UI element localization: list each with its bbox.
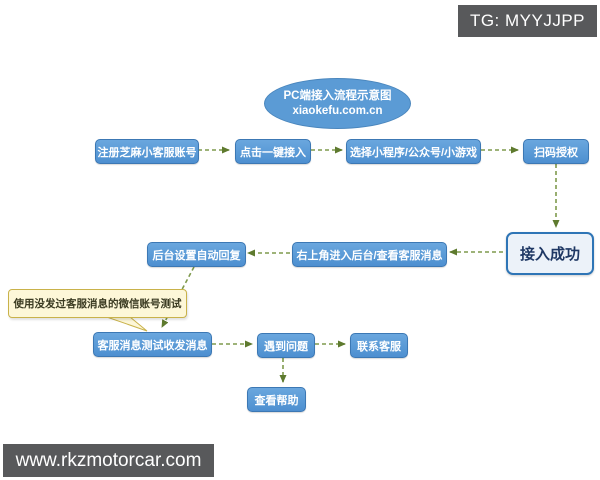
node-register: 注册芝麻小客服账号 [95,139,199,164]
node-contact: 联系客服 [350,333,408,358]
node-problem: 遇到问题 [257,333,315,358]
diagram-title: PC端接入流程示意图 [283,89,392,102]
node-help: 查看帮助 [247,387,306,412]
watermark-bottom-left: www.rkzmotorcar.com [3,444,214,477]
node-scan-auth: 扫码授权 [523,139,589,164]
watermark-top-right: TG: MYYJJPP [458,5,597,37]
node-backend-view: 右上角进入后台/查看客服消息 [292,242,447,267]
diagram-title-ellipse: PC端接入流程示意图 xiaokefu.com.cn [264,78,411,129]
node-test-msg: 客服消息测试收发消息 [93,332,212,357]
note-callout: 使用没发过客服消息的微信账号测试 [8,289,187,318]
node-select-app: 选择小程序/公众号/小游戏 [346,139,481,164]
node-auto-reply: 后台设置自动回复 [147,242,246,267]
node-one-click: 点击一键接入 [235,139,311,164]
node-success: 接入成功 [506,232,594,275]
diagram-title-url: xiaokefu.com.cn [292,104,383,117]
